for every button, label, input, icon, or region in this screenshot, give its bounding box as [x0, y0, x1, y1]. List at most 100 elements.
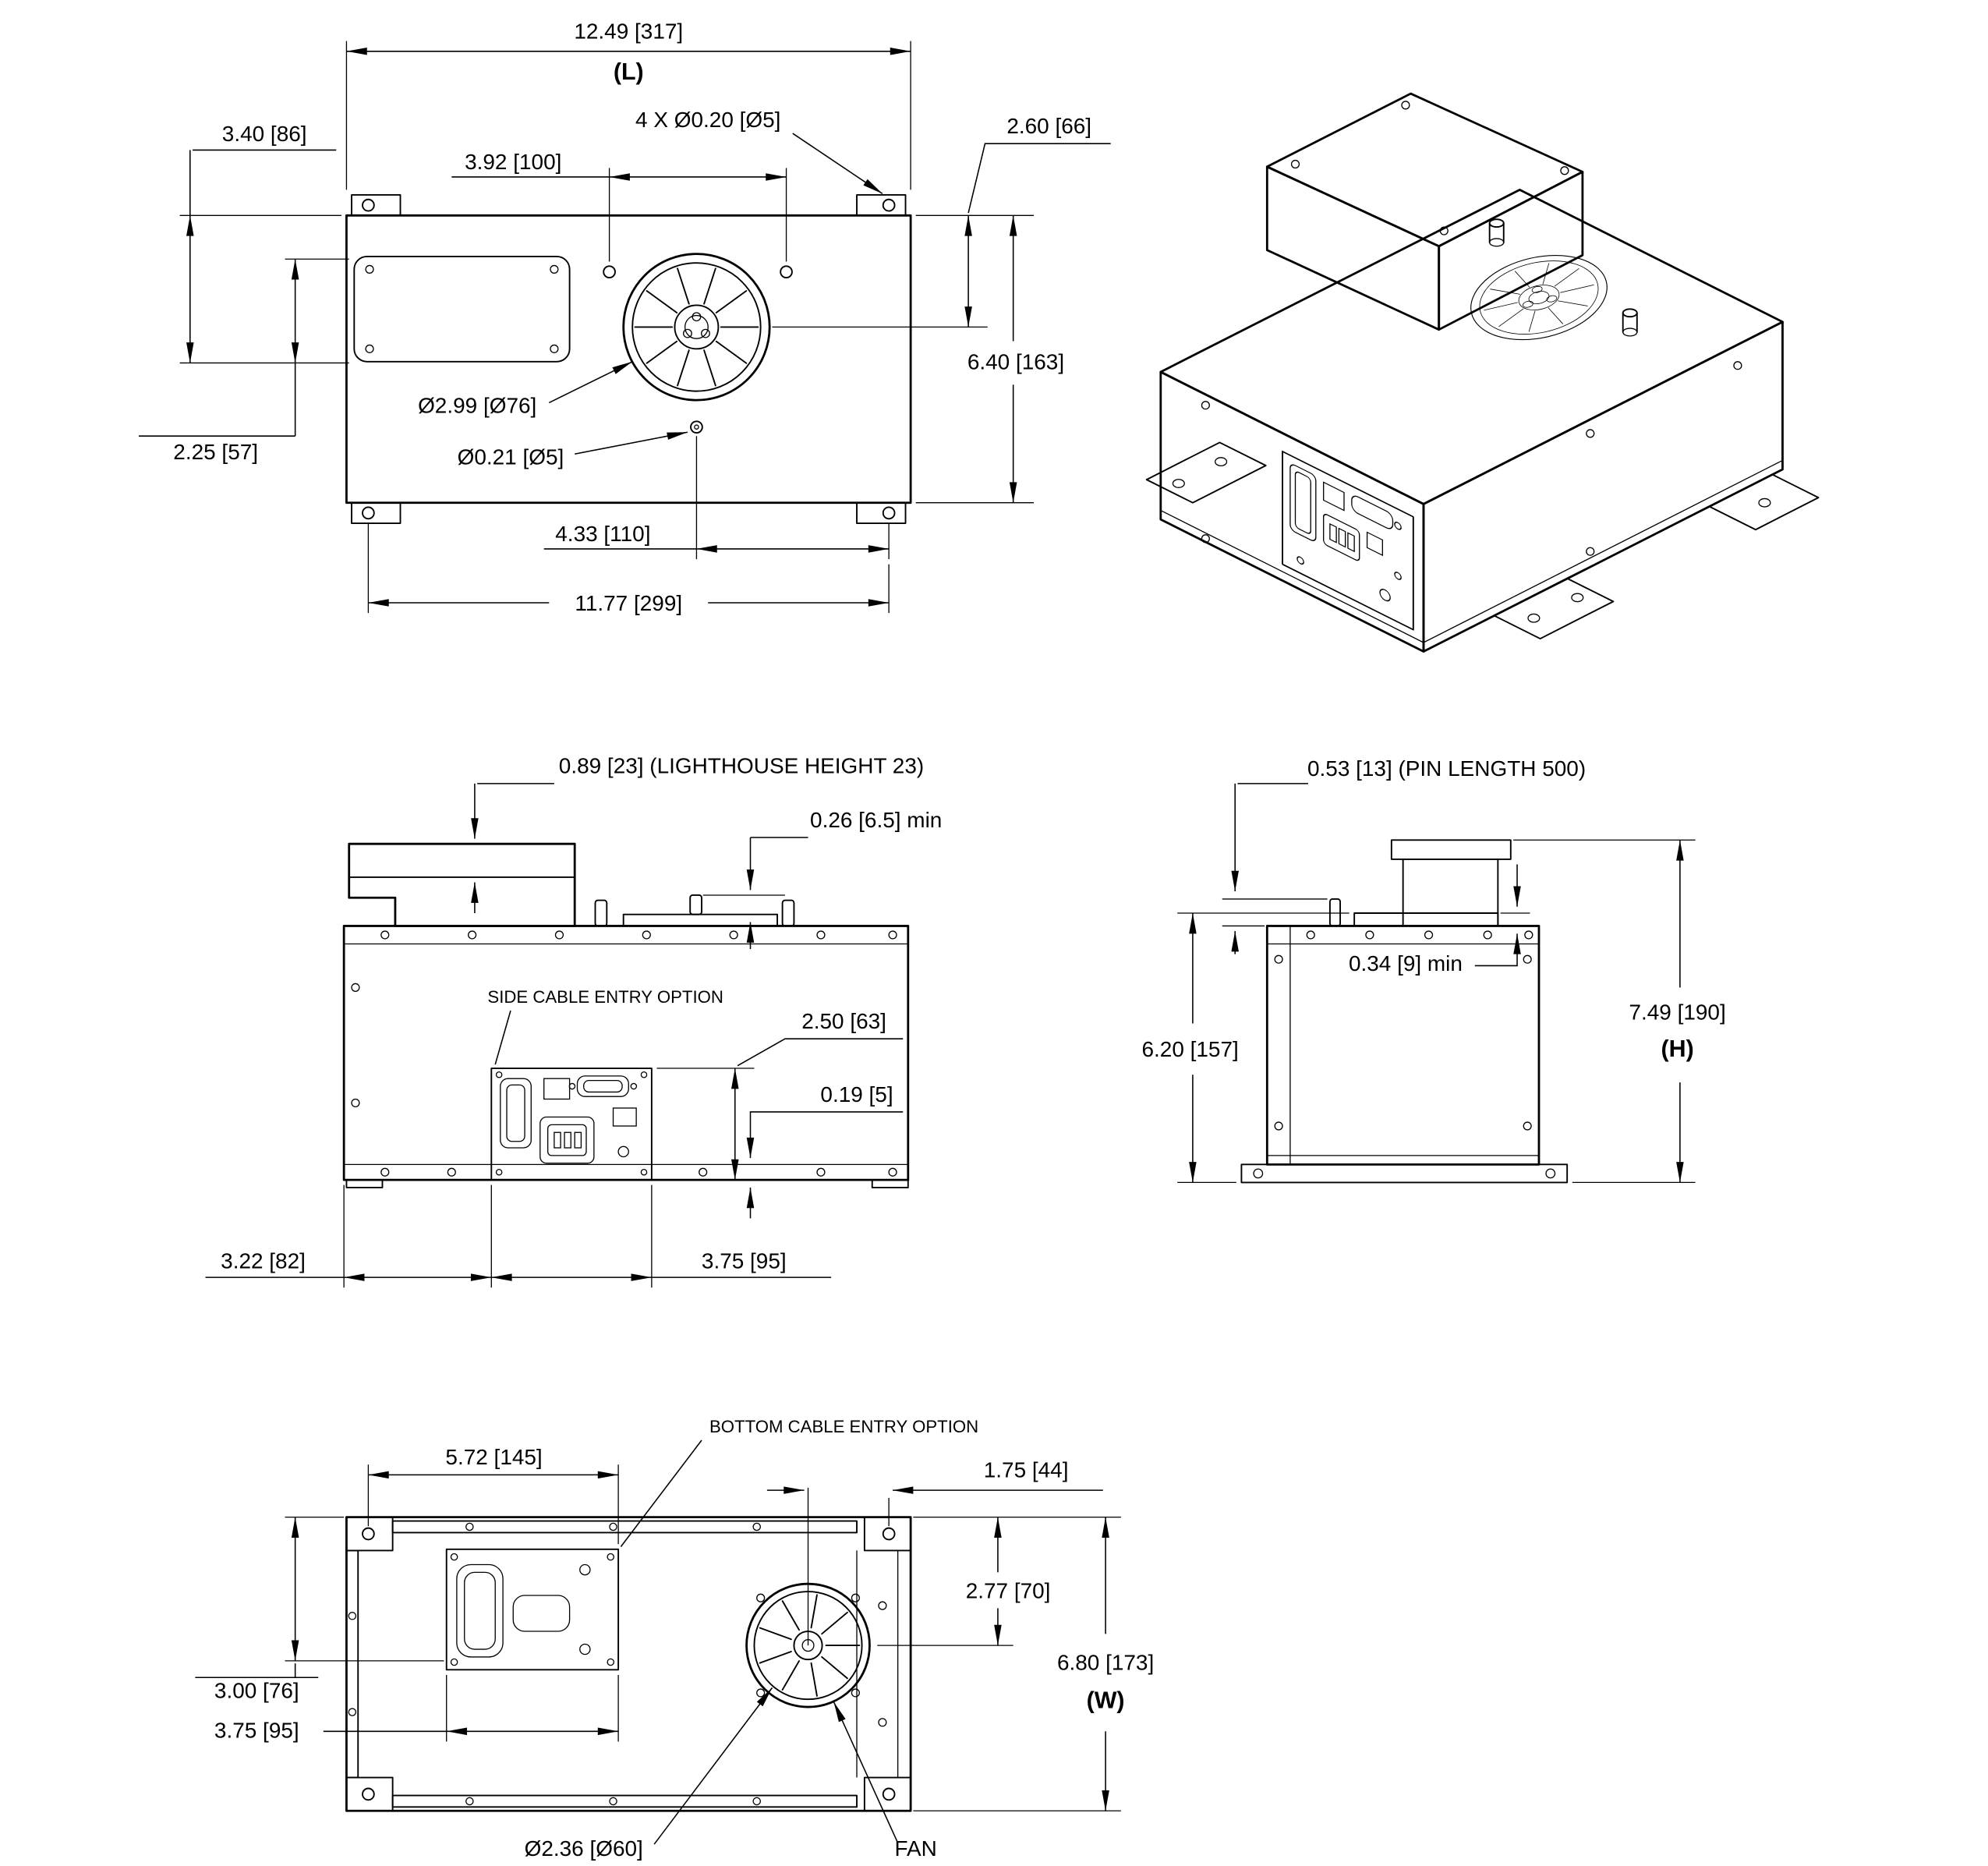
- pin-hole: [690, 420, 703, 434]
- pin: [1328, 898, 1342, 927]
- pin-plate: [622, 913, 778, 927]
- dim-text: 7.49 [190]: [1629, 1000, 1725, 1025]
- bottom-cable-entry: [445, 1548, 620, 1671]
- pin-hole: [780, 265, 793, 279]
- dim-lighthouse-height: 0.89 [23] (LIGHTHOUSE HEIGHT 23): [471, 754, 924, 914]
- bottom-view-body: [345, 1516, 912, 1812]
- dim-text: 0.53 [13] (PIN LENGTH 500): [1307, 756, 1586, 781]
- dim-edge-to-cable-bottom: 3.00 [76]: [195, 1516, 444, 1703]
- iso-main-box: [1159, 189, 1784, 653]
- dim-mount-to-cable: 5.72 [145]: [367, 1445, 619, 1545]
- pin-plate: [1353, 912, 1499, 927]
- dim-text: 3.75 [95]: [702, 1249, 787, 1273]
- dim-text: 0.19 [5]: [820, 1082, 893, 1106]
- note-text: Ø2.36 [Ø60]: [525, 1836, 643, 1861]
- dim-text: (W): [1087, 1687, 1125, 1714]
- note-text: 4 X Ø0.20 [Ø5]: [635, 108, 780, 132]
- dim-overall-depth: 6.40 [163]: [915, 214, 1064, 504]
- mount-hole: [362, 1787, 375, 1801]
- dim-window-height: 2.25 [57]: [139, 258, 349, 464]
- db9-connector: [576, 1075, 629, 1097]
- dim-pin-length: 0.53 [13] (PIN LENGTH 500): [1222, 756, 1586, 954]
- dim-overall-width: 6.80 [173] (W): [913, 1516, 1154, 1811]
- dim-text: 3.92 [100]: [465, 150, 561, 174]
- front-connector-panel: [490, 1068, 653, 1181]
- dim-text: 3.22 [82]: [221, 1249, 306, 1273]
- pin: [594, 899, 608, 927]
- iso-mounting-feet: [1145, 441, 1820, 639]
- iso-fan-spokes: [1483, 262, 1601, 333]
- note-text: FAN: [895, 1836, 937, 1861]
- note-fan-dia: Ø2.36 [Ø60]: [525, 1687, 773, 1861]
- dim-connector-panel-height: 2.50 [63]: [656, 1009, 904, 1181]
- dim-panel-width: 3.75 [95]: [491, 1184, 832, 1288]
- bottom-view: 5.72 [145] BOTTOM CABLE ENTRY OPTION 1.7…: [195, 1417, 1154, 1861]
- dim-fan-to-mount: 1.75 [44]: [766, 1458, 1103, 1646]
- iso-connector-panel: [1282, 450, 1414, 631]
- note-text: Ø2.99 [Ø76]: [418, 394, 536, 418]
- dim-fan-to-mount: 4.33 [110]: [543, 436, 890, 560]
- dsub-connector: [500, 1078, 532, 1149]
- lighthouse-tower: [1402, 858, 1499, 927]
- dim-fan-center-offset: 2.60 [66]: [772, 114, 1111, 328]
- base-plate: [1240, 1163, 1569, 1184]
- dim-overall-length: 12.49 [317] (L): [345, 19, 911, 190]
- dim-text: 2.50 [63]: [801, 1009, 886, 1033]
- dim-text: 4.33 [110]: [555, 522, 650, 546]
- dim-text: 3.75 [95]: [214, 1719, 299, 1743]
- top-window: [353, 255, 571, 363]
- mount-hole: [882, 198, 896, 212]
- note-mount-holes: 4 X Ø0.20 [Ø5]: [635, 108, 883, 194]
- dim-text: 11.77 [299]: [575, 591, 682, 615]
- dim-text: 0.26 [6.5] min: [810, 808, 942, 832]
- note-fan: FAN: [833, 1701, 937, 1861]
- dim-pin-clearance: 0.26 [6.5] min: [702, 808, 942, 950]
- dim-base-thickness: 0.19 [5]: [746, 1082, 904, 1219]
- dim-text: 2.77 [70]: [966, 1578, 1051, 1602]
- dim-hole-spacing: 3.92 [100]: [451, 150, 787, 262]
- dim-window-offset: 3.40 [86]: [179, 122, 349, 364]
- top-view: 12.49 [317] (L) 3.40 [86] 2.25 [57] 3.92…: [139, 19, 1111, 615]
- top-view-lighthouse-fan: [622, 253, 771, 402]
- dim-text: (H): [1661, 1036, 1694, 1062]
- isometric-view: [1145, 92, 1820, 653]
- note-text: Ø0.21 [Ø5]: [458, 444, 564, 469]
- dim-left-to-panel: 3.22 [82]: [205, 1184, 492, 1288]
- fan-spokes: [634, 267, 759, 387]
- mount-hole: [882, 506, 896, 520]
- top-view-body: [345, 194, 912, 524]
- iso-pins: [1488, 218, 1638, 337]
- ethernet-jack: [543, 1078, 571, 1100]
- mount-hole: [362, 198, 375, 212]
- pin-hole: [603, 265, 616, 279]
- pin: [689, 894, 702, 915]
- mount-hole: [362, 506, 375, 520]
- dim-text: 0.89 [23] (LIGHTHOUSE HEIGHT 23): [559, 754, 924, 778]
- dim-body-height: 6.20 [157]: [1141, 912, 1350, 1184]
- pin: [781, 899, 795, 927]
- dim-fan-center-offset: 2.77 [70]: [877, 1517, 1051, 1646]
- iso-screws: [1201, 361, 1742, 556]
- mount-hole: [882, 1787, 896, 1801]
- dim-mount-spacing: 11.77 [299]: [367, 523, 890, 615]
- dim-text: (L): [614, 58, 644, 85]
- front-view: 0.89 [23] (LIGHTHOUSE HEIGHT 23) 0.26 [6…: [205, 754, 942, 1288]
- dim-text: 1.75 [44]: [984, 1458, 1069, 1482]
- dim-text: 3.40 [86]: [222, 122, 307, 146]
- note-lighthouse-dia: Ø2.99 [Ø76]: [418, 361, 633, 418]
- dim-plate-clearance: 0.34 [9] min: [1349, 864, 1530, 975]
- mount-hole: [882, 1527, 896, 1541]
- power-inlet: [539, 1116, 595, 1164]
- note-text: BOTTOM CABLE ENTRY OPTION: [709, 1417, 978, 1436]
- mount-hole: [362, 1527, 375, 1541]
- dim-text: 3.00 [76]: [214, 1679, 299, 1703]
- lighthouse-cap: [1390, 839, 1512, 860]
- dim-text: 6.40 [163]: [967, 350, 1064, 374]
- led-indicator: [617, 1145, 629, 1158]
- lighthouse-profile: [348, 842, 576, 927]
- side-view: 0.53 [13] (PIN LENGTH 500) 0.34 [9] min …: [1141, 756, 1726, 1184]
- dim-text: 5.72 [145]: [445, 1445, 542, 1469]
- dim-text: 2.25 [57]: [173, 440, 258, 464]
- aux-connector: [612, 1107, 637, 1127]
